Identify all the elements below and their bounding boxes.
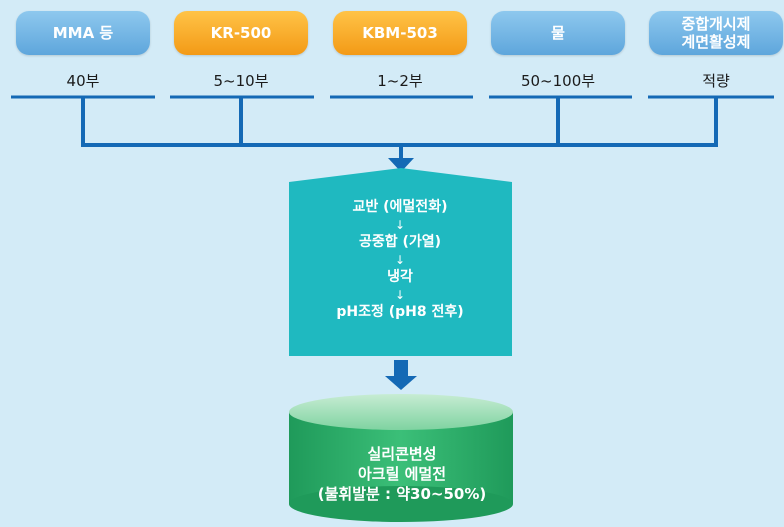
product-line: 실리콘변성 [367,445,437,463]
amount-kbm503: 1~2부 [377,72,423,90]
down-arrow-stem [394,360,408,377]
step-arrow-icon: ↓ [394,218,406,232]
ingredient-label: MMA 등 [52,24,114,42]
product-line: 아크릴 에멀전 [357,465,447,483]
step-arrow-icon: ↓ [394,253,406,267]
process-step: 냉각 [387,269,413,285]
amount-water: 50~100부 [520,72,596,90]
amount-mma: 40부 [66,72,100,90]
product-label: 실리콘변성 아크릴 에멀전 (불휘발분 : 약30~50%) [290,444,514,504]
ingredient-mma: MMA 등 [16,11,150,55]
ingredient-label: KR-500 [210,24,272,42]
connector-lines [81,97,718,158]
ingredient-initiator-surfactant: 중합개시제 계면활성제 [649,11,783,55]
amount-initiator-surfactant: 적량 [702,72,730,90]
process-step: 교반 (에멀전화) [352,199,448,215]
process-step: pH조정 (pH8 전후) [336,304,464,320]
ingredient-label: 중합개시제 계면활성제 [681,15,751,51]
process-steps: 교반 (에멀전화) ↓ 공중합 (가열) ↓ 냉각 ↓ pH조정 (pH8 전후… [290,198,510,322]
step-arrow-icon: ↓ [394,288,406,302]
product-cylinder [289,394,513,522]
ingredient-kr500: KR-500 [174,11,308,55]
process-block [289,168,512,356]
ingredient-water: 물 [491,11,625,55]
process-step: 공중합 (가열) [358,234,442,250]
down-arrow-icon [385,376,417,390]
amount-kr500: 5~10부 [213,72,269,90]
ingredient-label: KBM-503 [362,24,438,42]
ingredient-kbm503: KBM-503 [333,11,467,55]
ingredient-label: 물 [551,24,565,42]
down-arrow-icon [388,158,414,172]
product-line: (불휘발분 : 약30~50%) [317,485,487,503]
